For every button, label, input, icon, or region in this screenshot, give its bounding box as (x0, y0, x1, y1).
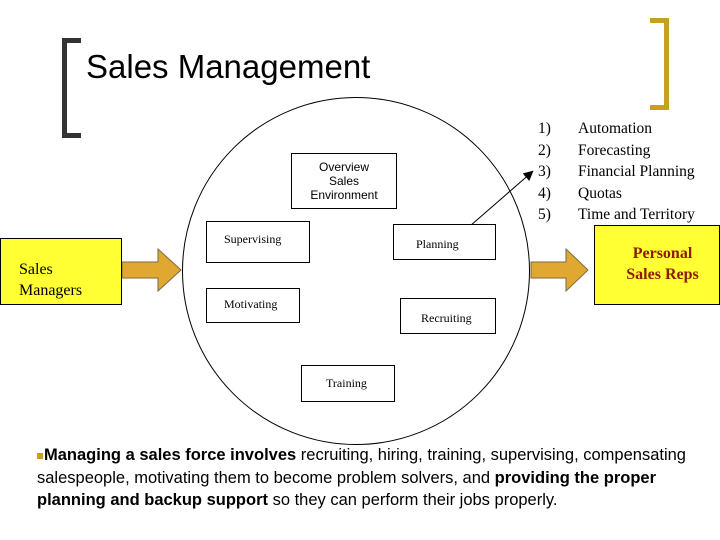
training-box: Training (301, 365, 395, 402)
body-paragraph: Managing a sales force involves recruiti… (37, 444, 707, 512)
planning-box: Planning (393, 224, 496, 260)
body-bold-2: providing the proper planning and backup… (37, 468, 657, 510)
list-item: 4) Quotas (538, 183, 695, 205)
list-text: Forecasting (578, 141, 651, 159)
list-text: Financial Planning (578, 163, 695, 181)
sales-managers-box: Sales Managers (0, 238, 122, 305)
supervising-box: Supervising (206, 221, 310, 263)
output-arrow-icon (530, 247, 589, 293)
recruiting-box: Recruiting (400, 298, 496, 334)
list-item: 1) Automation (538, 118, 695, 140)
planning-list: 1) Automation 2) Forecasting 3) Financial P… (538, 118, 695, 226)
list-number: 2) (538, 141, 551, 159)
connector-arrow (469, 170, 534, 227)
reps-line: Sales Reps (626, 266, 699, 283)
reps-line: Personal (632, 245, 693, 262)
body-text-2: so they can perform their jobs properly. (268, 491, 558, 509)
bullet-icon (37, 452, 43, 459)
body-text-1: recruiting, hiring, training, supervisin… (37, 446, 686, 487)
list-number: 4) (538, 184, 551, 202)
list-number: 1) (538, 120, 551, 137)
overview-box: Overview Sales Environment (291, 153, 397, 209)
title-bracket-right (650, 18, 669, 110)
managers-line: Managers (19, 282, 83, 299)
input-arrow-icon (121, 247, 182, 293)
body-bold-1: Managing a sales force involves (44, 446, 297, 464)
page-title: Sales Management (86, 48, 371, 85)
title-bracket-left (62, 38, 81, 138)
list-item: 5) Time and Territory (538, 204, 695, 226)
list-text: Automation (578, 120, 653, 137)
list-text: Time and Territory (578, 206, 695, 224)
managers-line: Sales (19, 261, 53, 278)
overview-line: Overview (318, 160, 369, 174)
list-number: 3) (538, 163, 551, 181)
motivating-box: Motivating (206, 288, 300, 323)
list-item: 3) Financial Planning (538, 161, 695, 183)
overview-line: Sales (328, 174, 360, 188)
list-text: Quotas (578, 184, 622, 202)
personal-sales-reps-box: Personal Sales Reps (594, 225, 720, 305)
list-number: 5) (538, 206, 551, 224)
overview-line: Environment (310, 188, 378, 202)
list-item: 2) Forecasting (538, 140, 695, 162)
